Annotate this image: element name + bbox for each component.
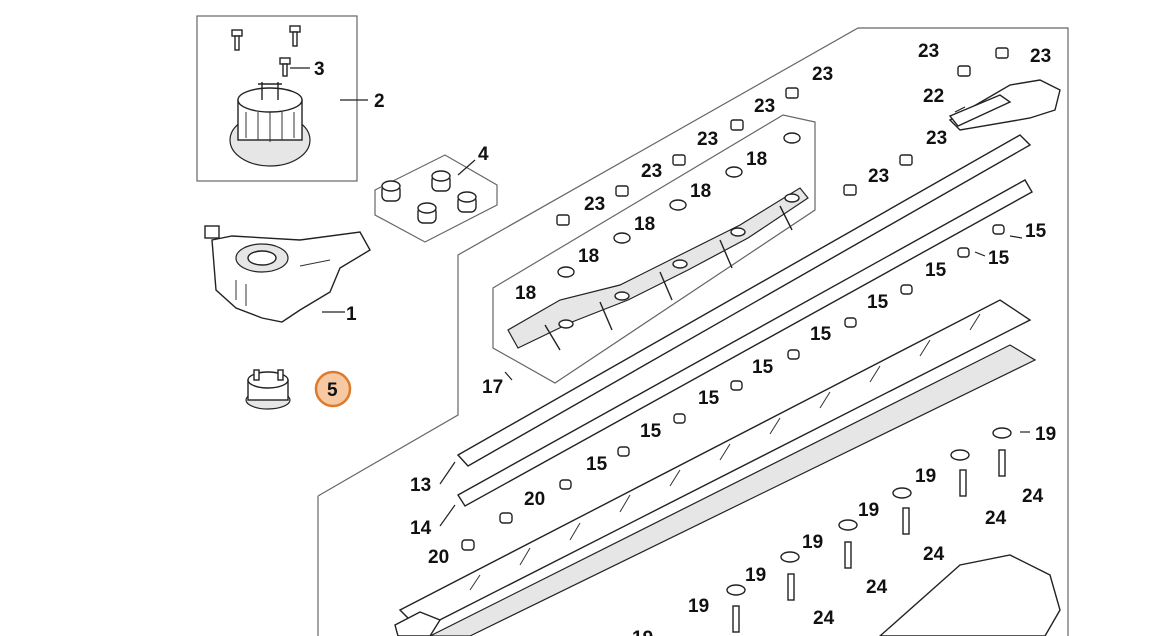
callout-23[interactable]: 23 [868, 166, 889, 187]
callout-23[interactable]: 23 [754, 96, 775, 117]
callout-1[interactable]: 1 [346, 304, 357, 325]
leader-lines [290, 67, 1030, 527]
callout-15[interactable]: 15 [810, 324, 832, 345]
callout-19[interactable]: 19 [915, 466, 936, 487]
blade-guard-part [878, 554, 1061, 636]
clutch-box [374, 154, 498, 243]
screw-part [231, 25, 301, 77]
callout-19[interactable]: 19 [802, 532, 823, 553]
callout-20[interactable]: 20 [428, 547, 449, 568]
callout-5-highlight[interactable] [314, 370, 352, 408]
gear-housing-part [204, 225, 371, 323]
drive-part [245, 369, 291, 410]
callout-23[interactable]: 23 [584, 194, 605, 215]
callout-labels: 1 2 3 4 5 13 14 15 15 15 15 15 15 15 15 … [314, 41, 1056, 636]
callout-15[interactable]: 15 [752, 357, 774, 378]
washer-part [557, 132, 801, 278]
end-guard-part [948, 79, 1061, 131]
callout-23[interactable]: 23 [1030, 46, 1051, 67]
callout-23[interactable]: 23 [926, 128, 947, 149]
assembly-frame [317, 27, 1069, 636]
callout-23[interactable]: 23 [641, 161, 662, 182]
callout-18[interactable]: 18 [634, 214, 655, 235]
callout-2[interactable]: 2 [374, 91, 385, 112]
linkage-part [507, 187, 809, 351]
nut-part [556, 47, 1009, 226]
callout-19[interactable]: 19 [1035, 424, 1056, 445]
callout-18[interactable]: 18 [746, 149, 767, 170]
spacer-20-part [461, 512, 513, 551]
bushing-part [381, 170, 477, 224]
cutter-box [492, 114, 816, 384]
callout-15[interactable]: 15 [988, 248, 1010, 269]
callout-13[interactable]: 13 [410, 475, 431, 496]
callout-24[interactable]: 24 [1022, 486, 1044, 507]
motor-box [196, 15, 358, 182]
callout-15[interactable]: 15 [640, 421, 662, 442]
guide-bar-part [456, 134, 1033, 507]
callout-23[interactable]: 23 [812, 64, 833, 85]
callout-19[interactable]: 19 [632, 628, 653, 636]
blade-part [394, 299, 1037, 636]
callout-14[interactable]: 14 [410, 518, 432, 539]
callout-3[interactable]: 3 [314, 59, 325, 80]
callout-24[interactable]: 24 [985, 508, 1007, 529]
screw-24-part [732, 449, 1006, 633]
callout-17[interactable]: 17 [482, 377, 503, 398]
callout-15[interactable]: 15 [1025, 221, 1047, 242]
callout-15[interactable]: 15 [586, 454, 608, 475]
callout-19[interactable]: 19 [745, 565, 766, 586]
callout-18[interactable]: 18 [578, 246, 599, 267]
callout-4[interactable]: 4 [478, 144, 489, 165]
callout-5[interactable]: 5 [327, 380, 338, 401]
spacer-part [559, 224, 1005, 490]
callout-15[interactable]: 15 [925, 260, 947, 281]
callout-24[interactable]: 24 [866, 577, 888, 598]
callout-23[interactable]: 23 [918, 41, 939, 62]
callout-22[interactable]: 22 [923, 86, 944, 107]
callout-24[interactable]: 24 [813, 608, 835, 629]
callout-19[interactable]: 19 [688, 596, 709, 617]
callout-23[interactable]: 23 [697, 129, 718, 150]
callout-19[interactable]: 19 [858, 500, 879, 521]
callout-18[interactable]: 18 [690, 181, 711, 202]
motor-part [229, 82, 311, 167]
callout-15[interactable]: 15 [698, 388, 720, 409]
washer-19-part [726, 427, 1012, 596]
callout-24[interactable]: 24 [923, 544, 945, 565]
callout-18[interactable]: 18 [515, 283, 536, 304]
callout-20[interactable]: 20 [524, 489, 545, 510]
callout-15[interactable]: 15 [867, 292, 889, 313]
